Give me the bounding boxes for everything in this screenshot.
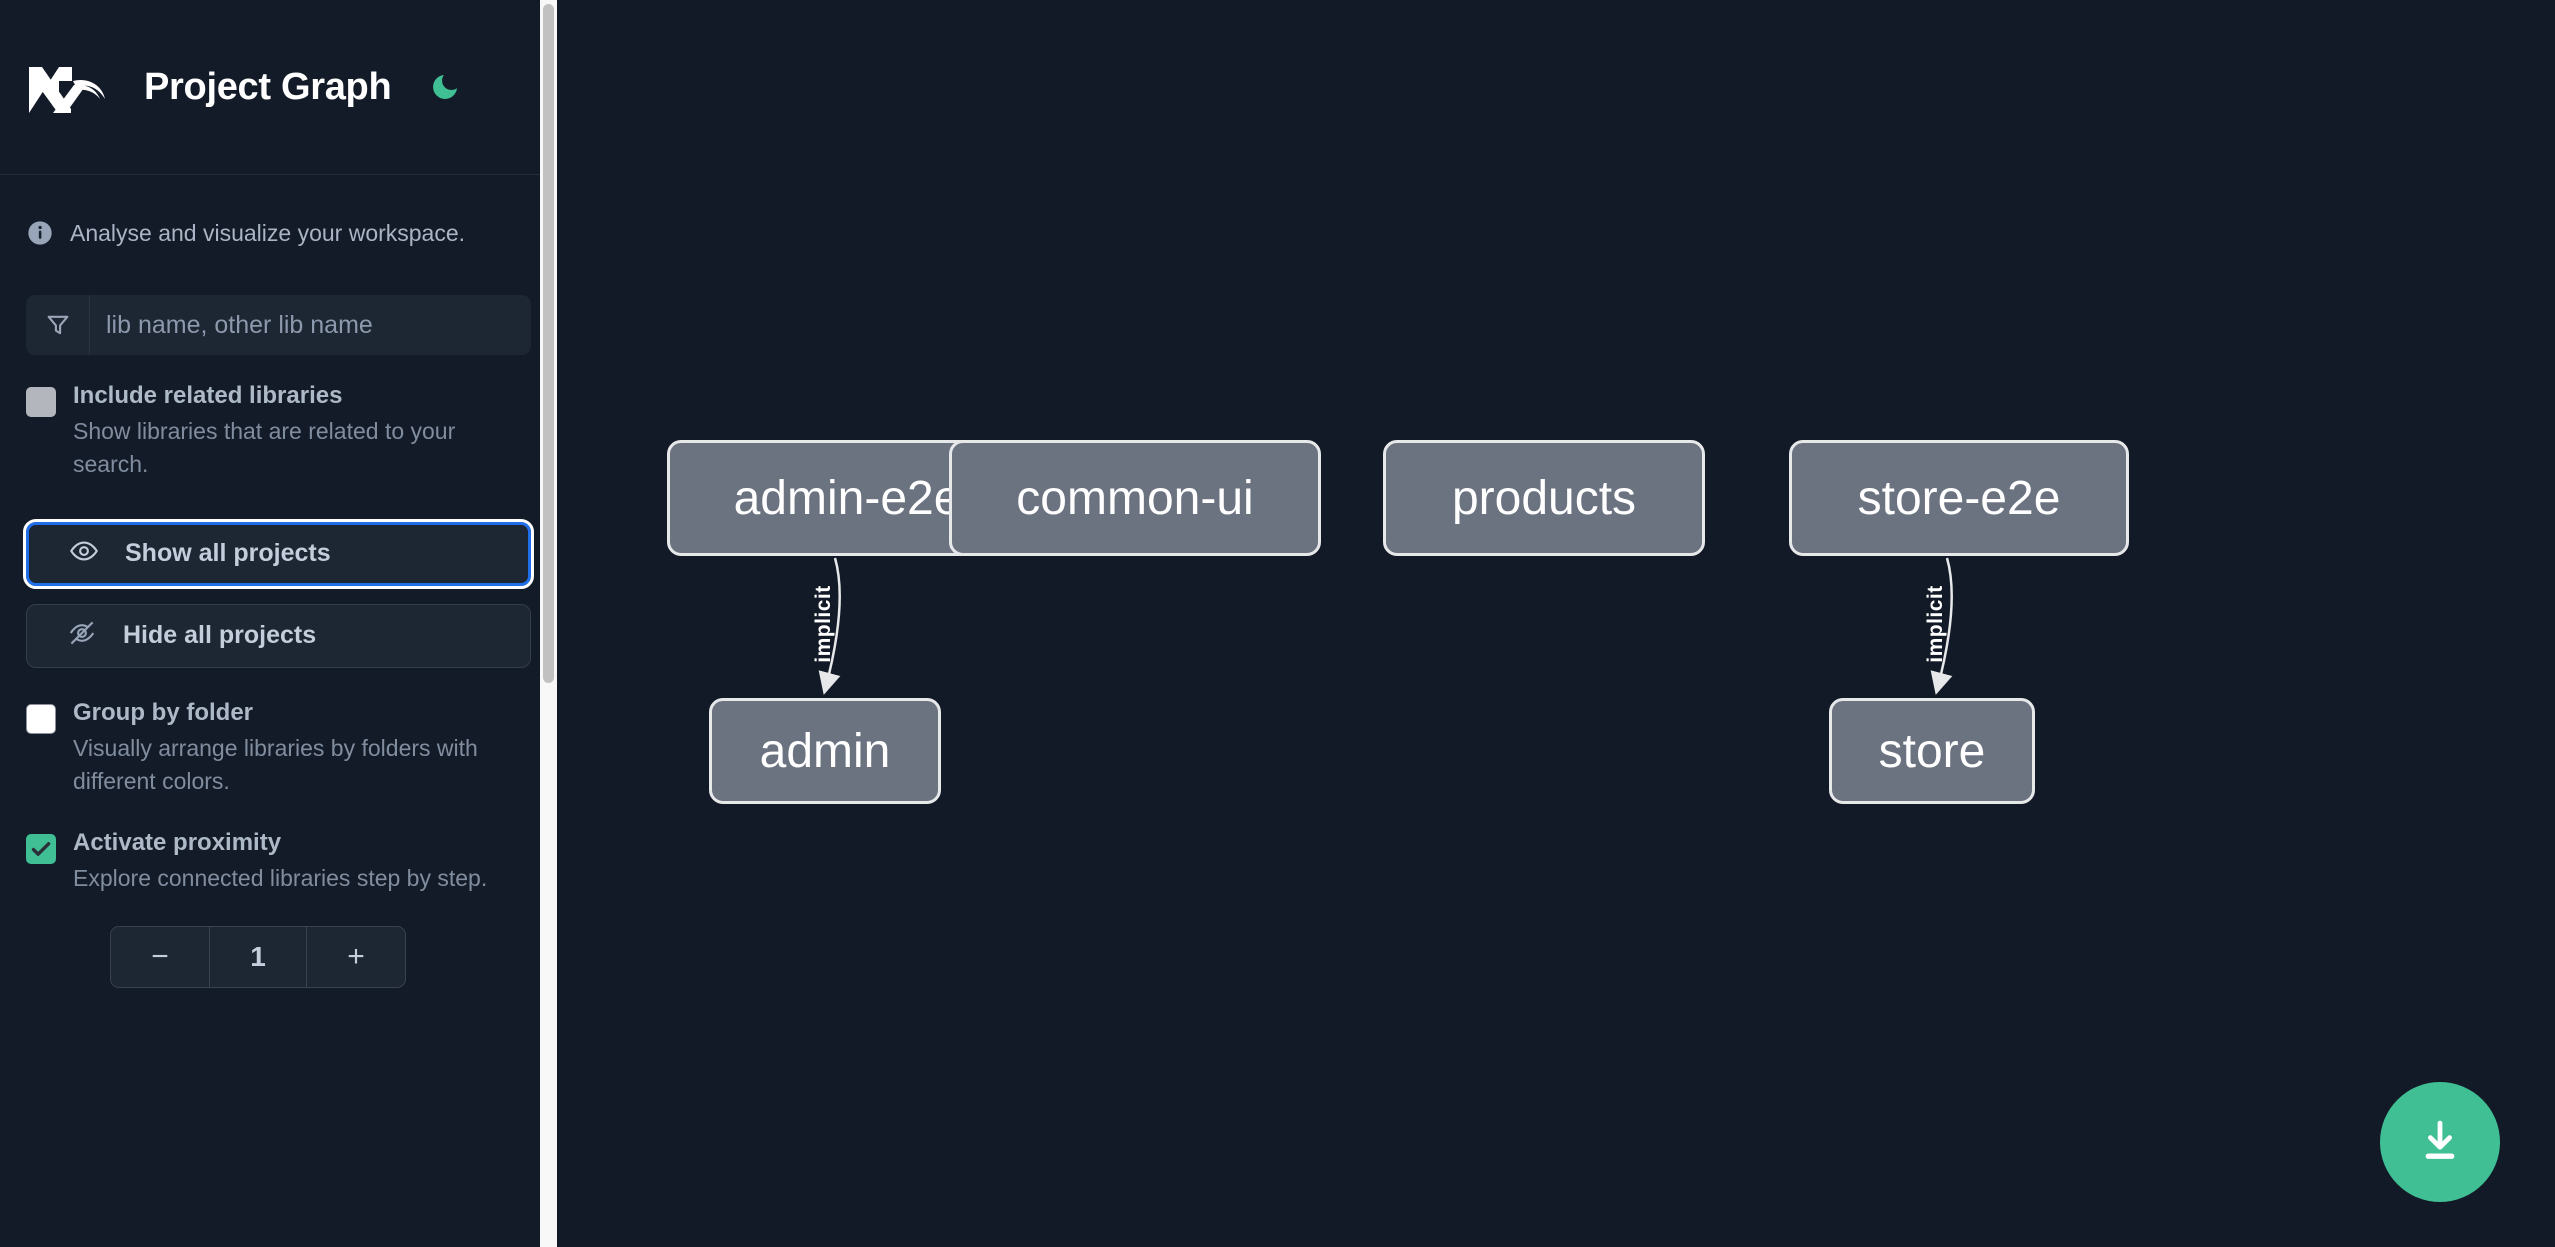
hide-all-projects-button[interactable]: Hide all projects bbox=[26, 603, 531, 668]
graph-node-products[interactable]: products bbox=[1383, 440, 1705, 556]
decrement-button[interactable]: − bbox=[111, 926, 209, 987]
option-title: Include related libraries bbox=[73, 382, 343, 409]
info-icon bbox=[26, 219, 54, 247]
option-text: Activate proximity Explore connected lib… bbox=[73, 828, 531, 895]
filter-box[interactable] bbox=[26, 295, 531, 355]
moon-icon[interactable] bbox=[425, 67, 465, 107]
edge-label-implicit: implicit bbox=[811, 585, 835, 663]
option-activate-proximity[interactable]: Activate proximity Explore connected lib… bbox=[0, 798, 557, 895]
option-title: Group by folder bbox=[73, 698, 253, 726]
search-input[interactable] bbox=[90, 295, 531, 355]
show-all-projects-button[interactable]: Show all projects bbox=[23, 518, 534, 589]
download-graph-button[interactable] bbox=[2380, 1082, 2500, 1202]
sidebar-header: Project Graph bbox=[0, 0, 557, 175]
option-description: Explore connected libraries step by step… bbox=[73, 865, 488, 892]
include-related-checkbox[interactable] bbox=[26, 387, 56, 417]
funnel-icon bbox=[26, 295, 90, 355]
show-all-projects-label: Show all projects bbox=[125, 539, 331, 568]
quantity-stepper: − 1 + bbox=[110, 925, 406, 988]
workspace-note: Analyse and visualize your workspace. bbox=[0, 175, 557, 247]
option-text: Group by folder Visually arrange librari… bbox=[73, 698, 531, 799]
download-icon bbox=[2415, 1116, 2465, 1169]
page-title: Project Graph bbox=[144, 65, 392, 108]
option-title: Activate proximity bbox=[73, 829, 282, 857]
option-description: Visually arrange libraries by folders wi… bbox=[73, 734, 478, 795]
graph-node-store-e2e[interactable]: store-e2e bbox=[1789, 440, 2129, 556]
edge-label-implicit: implicit bbox=[1923, 585, 1947, 663]
graph-node-admin[interactable]: admin bbox=[709, 698, 941, 804]
sidebar: Project Graph Analyse and visualize your… bbox=[0, 0, 557, 1247]
eye-slash-icon bbox=[67, 618, 97, 653]
hide-all-wrap: Hide all projects bbox=[0, 586, 557, 668]
increment-button[interactable]: + bbox=[307, 926, 405, 987]
stepper-value: 1 bbox=[209, 926, 307, 987]
option-include-related[interactable]: Include related libraries Show libraries… bbox=[0, 355, 557, 482]
option-group-by-folder[interactable]: Group by folder Visually arrange librari… bbox=[0, 668, 557, 799]
activate-proximity-checkbox[interactable] bbox=[26, 834, 56, 865]
option-description: Show libraries that are related to your … bbox=[73, 418, 456, 478]
show-all-wrap: Show all projects bbox=[0, 482, 557, 589]
proximity-stepper-wrap: − 1 + bbox=[0, 896, 557, 988]
project-graph-canvas[interactable]: implicit implicit admin-e2e common-ui pr… bbox=[557, 0, 2555, 1247]
option-text: Include related libraries Show libraries… bbox=[73, 381, 531, 482]
sidebar-scrollbar-thumb[interactable] bbox=[543, 4, 554, 683]
nx-logo-icon bbox=[26, 59, 108, 115]
filter-row bbox=[0, 247, 557, 355]
graph-edges bbox=[818, 557, 1953, 695]
graph-node-common-ui[interactable]: common-ui bbox=[949, 440, 1321, 556]
hide-all-projects-label: Hide all projects bbox=[123, 621, 317, 650]
eye-icon bbox=[69, 536, 99, 571]
group-by-folder-checkbox[interactable] bbox=[26, 703, 56, 734]
workspace-note-text: Analyse and visualize your workspace. bbox=[70, 219, 466, 246]
graph-node-store[interactable]: store bbox=[1829, 698, 2035, 804]
